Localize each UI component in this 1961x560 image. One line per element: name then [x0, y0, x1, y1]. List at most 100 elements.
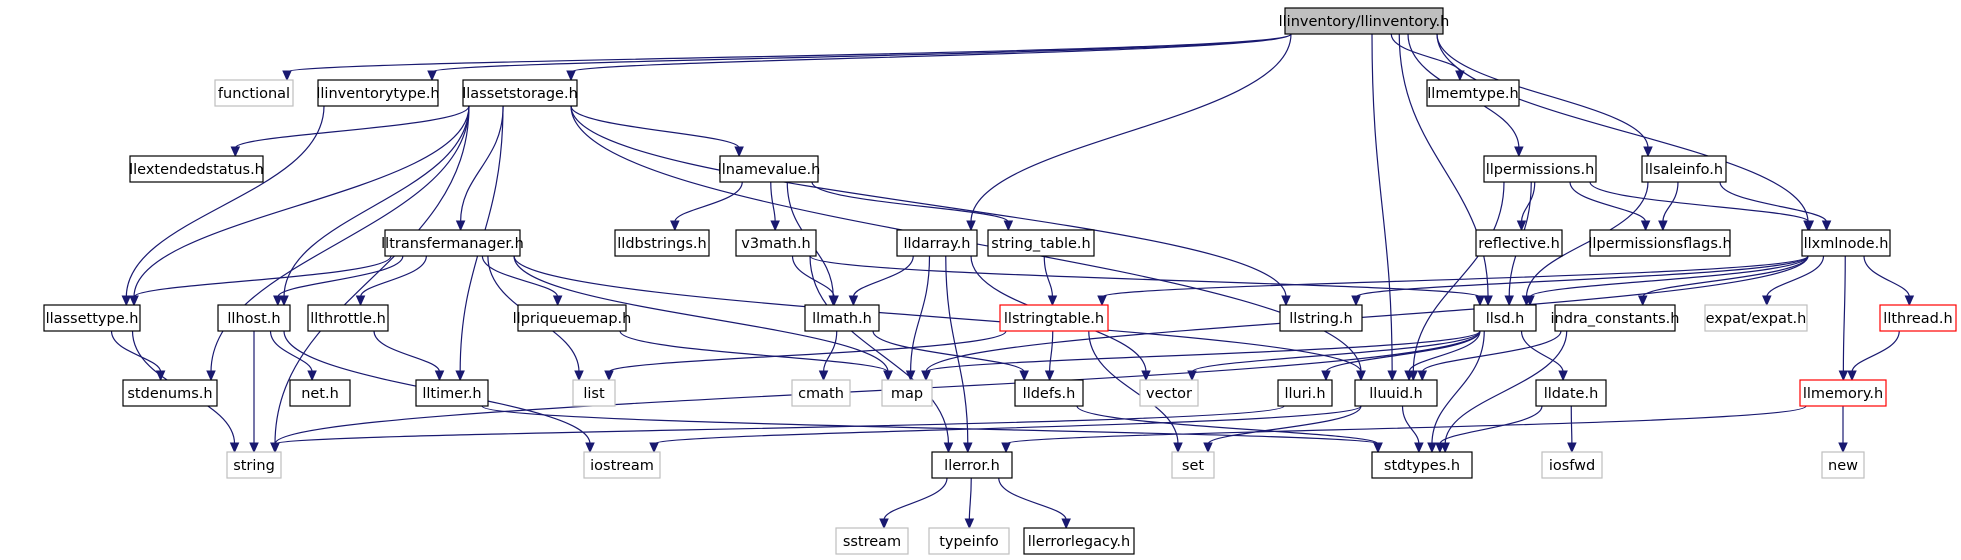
node-label: llmemtype.h	[1427, 86, 1518, 102]
node-box	[1801, 229, 1891, 257]
node-label: lltransfermanager.h	[381, 236, 524, 252]
node-llsd[interactable]: llsd.h	[1473, 304, 1537, 332]
node-label: llnamevalue.h	[718, 162, 821, 178]
node-label: llinventory/llinventory.h	[1279, 14, 1450, 30]
node-iosfwd[interactable]: iosfwd	[1541, 451, 1603, 479]
node-vector[interactable]: vector	[1139, 379, 1199, 407]
node-lluri[interactable]: lluri.h	[1277, 379, 1333, 407]
node-llmath[interactable]: llmath.h	[804, 304, 880, 332]
node-llpermissions[interactable]: llpermissions.h	[1483, 155, 1597, 183]
node-llxmlnode[interactable]: llxmlnode.h	[1801, 229, 1891, 257]
node-set[interactable]: set	[1171, 451, 1215, 479]
node-llstringtable[interactable]: llstringtable.h	[999, 304, 1109, 332]
node-label: string	[233, 458, 275, 474]
node-label: llpermissions.h	[1486, 162, 1595, 178]
node-llsaleinfo[interactable]: llsaleinfo.h	[1641, 155, 1727, 183]
edge-root-to-lldarray	[966, 33, 1292, 232]
edge-llpermissions-to-llpermissionsflags	[1569, 181, 1651, 232]
node-lldate[interactable]: lldate.h	[1535, 379, 1607, 407]
node-lldefs[interactable]: lldefs.h	[1014, 379, 1084, 407]
node-box	[1535, 379, 1607, 407]
node-llassettype[interactable]: llassettype.h	[43, 304, 141, 332]
node-box	[881, 379, 933, 407]
edge-lltransfermanager-to-llassettype	[129, 255, 392, 307]
node-expat[interactable]: expat/expat.h	[1704, 304, 1808, 332]
node-llmemory[interactable]: llmemory.h	[1799, 379, 1887, 407]
node-root[interactable]: llinventory/llinventory.h	[1279, 7, 1450, 35]
node-lltransfermanager[interactable]: lltransfermanager.h	[381, 229, 524, 257]
node-box	[1821, 451, 1865, 479]
node-lldbstrings[interactable]: lldbstrings.h	[614, 229, 710, 257]
edge-llinventorytype-to-llassettype	[121, 105, 325, 307]
edge-llstringtable-to-set	[1088, 330, 1183, 454]
node-label: functional	[218, 86, 290, 102]
node-iostream[interactable]: iostream	[583, 451, 661, 479]
edge-root-to-lluuid	[1371, 33, 1397, 382]
edge-llpriqueuemap-to-map	[619, 330, 893, 382]
node-label: llthrottle.h	[310, 311, 386, 327]
node-new[interactable]: new	[1821, 451, 1865, 479]
node-box	[1473, 304, 1537, 332]
node-box	[289, 379, 351, 407]
node-label: iosfwd	[1549, 458, 1595, 474]
node-neth[interactable]: net.h	[289, 379, 351, 407]
node-string[interactable]: string	[226, 451, 282, 479]
node-llstring[interactable]: llstring.h	[1279, 304, 1363, 332]
edge-llstringtable-to-lldefs	[1044, 330, 1055, 382]
node-cmath[interactable]: cmath	[791, 379, 851, 407]
node-stdtypes[interactable]: stdtypes.h	[1371, 451, 1473, 479]
node-label: llerrorlegacy.h	[1028, 534, 1130, 550]
node-llhost[interactable]: llhost.h	[217, 304, 291, 332]
node-label: map	[891, 386, 923, 402]
node-llthrottle[interactable]: llthrottle.h	[307, 304, 389, 332]
node-sstream[interactable]: sstream	[835, 527, 909, 555]
node-box	[1879, 304, 1957, 332]
node-box	[1641, 155, 1727, 183]
node-label: lltimer.h	[422, 386, 481, 402]
node-reflective[interactable]: reflective.h	[1475, 229, 1563, 257]
edge-llerror-to-sstream	[879, 477, 948, 530]
node-label: llinventorytype.h	[316, 86, 439, 102]
node-box	[1277, 379, 1333, 407]
node-box	[1354, 379, 1438, 407]
node-v3math[interactable]: v3math.h	[735, 229, 817, 257]
edge-llassetstorage-to-lltransfermanager	[455, 105, 504, 232]
node-list[interactable]: list	[572, 379, 616, 407]
node-indra_constants[interactable]: indra_constants.h	[1551, 304, 1680, 332]
node-label: v3math.h	[741, 236, 811, 252]
edge-llhost-to-string	[249, 331, 259, 454]
node-llpriqueuemap[interactable]: llpriqueuemap.h	[513, 304, 632, 332]
node-llmemtype[interactable]: llmemtype.h	[1426, 79, 1520, 107]
edge-llerror-to-llerrorlegacy	[998, 477, 1071, 530]
node-llnamevalue[interactable]: llnamevalue.h	[718, 155, 821, 183]
node-lluuid[interactable]: lluuid.h	[1354, 379, 1438, 407]
node-lldarray[interactable]: lldarray.h	[896, 229, 978, 257]
node-label: lldefs.h	[1023, 386, 1076, 402]
node-llerrorlegacy[interactable]: llerrorlegacy.h	[1023, 527, 1135, 555]
node-typeinfo[interactable]: typeinfo	[928, 527, 1010, 555]
node-llerror[interactable]: llerror.h	[931, 451, 1013, 479]
node-lltimer[interactable]: lltimer.h	[415, 379, 489, 407]
edge-lltransfermanager-to-lluuid	[513, 255, 1366, 382]
edge-llmath-to-lldefs	[872, 330, 1029, 382]
node-string_table[interactable]: string_table.h	[987, 229, 1095, 257]
node-map[interactable]: map	[881, 379, 933, 407]
node-box	[1475, 229, 1563, 257]
edge-lldate-to-iosfwd	[1567, 405, 1577, 454]
node-llthread[interactable]: llthread.h	[1879, 304, 1957, 332]
node-functional[interactable]: functional	[214, 79, 294, 107]
node-stdenums[interactable]: stdenums.h	[122, 379, 218, 407]
node-box	[583, 451, 661, 479]
node-llpermissionsflags[interactable]: llpermissionsflags.h	[1588, 229, 1732, 257]
node-llextendedstatus[interactable]: llextendedstatus.h	[129, 155, 264, 183]
node-label: lldate.h	[1544, 386, 1599, 402]
node-box	[1284, 7, 1444, 35]
node-llinventorytype[interactable]: llinventorytype.h	[316, 79, 440, 107]
node-box	[415, 379, 489, 407]
node-label: llmemory.h	[1803, 386, 1883, 402]
node-label: vector	[1146, 386, 1192, 402]
node-llassetstorage[interactable]: llassetstorage.h	[462, 79, 578, 107]
edge-v3math-to-llerror	[809, 255, 954, 454]
node-box	[1799, 379, 1887, 407]
edge-lltransfermanager-to-llhost	[273, 255, 404, 307]
